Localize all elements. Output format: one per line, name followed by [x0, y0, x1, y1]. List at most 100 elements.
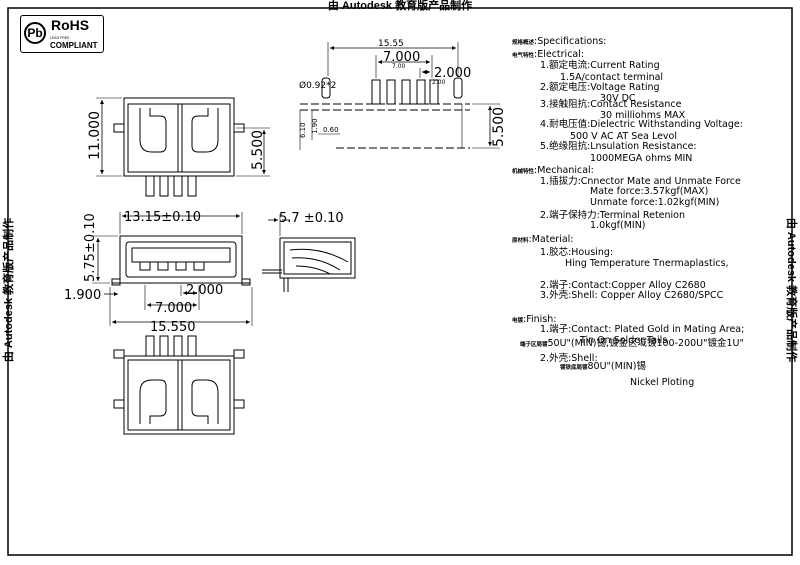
- spec-text: 2.额定电压:Voltage Rating: [540, 82, 660, 93]
- spec-text: 30V DC: [600, 93, 636, 104]
- spec-text: 50U"(MIN)锡,镀金区域镀100-200U"镀金1U": [547, 338, 744, 349]
- dim-pcb-span-small: 7.00: [392, 63, 406, 70]
- spec-line: Mate force:3.57kgf(MAX): [590, 186, 708, 197]
- spec-line: Nickel Ploting: [630, 377, 694, 388]
- spec-line: 2.外壳:Shell:: [540, 353, 598, 364]
- spec-line: 30 milliohms MAX: [600, 110, 685, 121]
- spec-line: 电气特性:Electrical:: [512, 49, 584, 62]
- spec-line: 500 V AC AT Sea Levol: [570, 131, 677, 142]
- spec-text: 1.胶芯:Housing:: [540, 247, 614, 258]
- dim-front-span: 7.000: [155, 301, 192, 316]
- spec-text: :Material:: [528, 234, 574, 245]
- spec-cn-label: 电镀: [512, 318, 524, 324]
- dim-pcb-h1: 0.60: [323, 126, 339, 134]
- spec-cn-label: 端子区局镀: [520, 342, 548, 348]
- front-view: [92, 212, 253, 326]
- spec-line: 5.绝缘阻抗:Lnsulation Resistance:: [540, 141, 697, 152]
- dim-front-pitch: 2.000: [186, 283, 223, 298]
- spec-cn-label: 机械特性: [512, 169, 535, 175]
- banner-top: 由 Autodesk 教育版产品制作: [327, 0, 473, 12]
- spec-line: 1000MEGA ohms MIN: [590, 153, 692, 164]
- top-view: [96, 97, 270, 197]
- spec-line: Unmate force:1.02kgf(MIN): [590, 197, 719, 208]
- spec-cn-label: 电气特性: [512, 53, 535, 59]
- dim-top-height: 11.000: [87, 111, 103, 160]
- spec-cn-label: 原材料: [512, 238, 529, 244]
- spec-text: 1.额定电流:Current Rating: [540, 60, 660, 71]
- rohs-small: LEAD FREE: [50, 36, 70, 40]
- spec-line: 3.接触阻抗:Contact Resistance: [540, 99, 681, 110]
- dim-front-offset: 1.900: [64, 288, 101, 303]
- dim-top-width: 5.500: [250, 130, 266, 170]
- spec-text: 1.0kgf(MIN): [590, 220, 646, 231]
- dim-pcb-pitch: 2.000: [434, 66, 471, 81]
- spec-text: 5.绝缘阻抗:Lnsulation Resistance:: [540, 141, 697, 152]
- banner-left: 由 Autodesk 教育版产品制作: [3, 217, 15, 363]
- spec-line: Tin On Solder Tails: [580, 335, 667, 346]
- spec-text: 2.端子:Contact:Copper Alloy C2680: [540, 280, 706, 291]
- spec-text: 1.5A/contact terminal: [560, 72, 664, 83]
- bottom-view: [113, 335, 245, 435]
- spec-text: Tin On Solder Tails: [580, 335, 668, 346]
- spec-line: 2.端子:Contact:Copper Alloy C2680: [540, 280, 706, 291]
- spec-text: 1.端子:Contact: Plated Gold in Mating Area…: [540, 324, 745, 335]
- pcb-layout: [299, 42, 500, 150]
- spec-text: :Finish:: [523, 314, 557, 325]
- pb-free-icon: Pb: [24, 22, 46, 44]
- dim-overall-width: 15.550: [150, 320, 196, 335]
- spec-line: 4.耐电压值:Dielectric Withstanding Voltage:: [540, 119, 743, 130]
- spec-line: 1.胶芯:Housing:: [540, 247, 613, 258]
- spec-text: 3.接触阻抗:Contact Resistance: [540, 99, 682, 110]
- dim-pcb-right: 5.500: [491, 107, 507, 147]
- spec-text: :Mechanical:: [534, 165, 594, 176]
- spec-text: 3.外壳:Shell: Copper Alloy C2680/SPCC: [540, 290, 724, 301]
- spec-line: 电镀:Finish:: [512, 314, 556, 327]
- spec-line: 镀铁底局镀80U"(MIN)锡: [560, 361, 646, 374]
- side-view: [262, 214, 356, 292]
- dim-pcb-span: 7.000: [383, 50, 420, 65]
- spec-line: 1.额定电流:Current Rating: [540, 60, 660, 71]
- dim-pcb-pitch-small: 2.00: [432, 79, 446, 86]
- banner-right: 由 Autodesk 教育版产品制作: [785, 217, 797, 363]
- spec-text: Nickel Ploting: [630, 377, 695, 388]
- spec-cn-label: 镀铁底局镀: [560, 365, 588, 371]
- spec-line: 1.插拔力:Cnnector Mate and Unmate Force: [540, 176, 741, 187]
- spec-line: 3.外壳:Shell: Copper Alloy C2680/SPCC: [540, 290, 723, 301]
- spec-text: :Electrical:: [534, 49, 585, 60]
- spec-line: 机械特性:Mechanical:: [512, 165, 594, 178]
- spec-text: 4.耐电压值:Dielectric Withstanding Voltage:: [540, 119, 743, 130]
- dim-front-height: 5.75±0.10: [83, 213, 98, 282]
- spec-text: 500 V AC AT Sea Levol: [570, 131, 678, 142]
- spec-line: 1.端子:Contact: Plated Gold in Mating Area…: [540, 324, 744, 335]
- spec-cn-label: 规格概述: [512, 40, 535, 46]
- spec-line: 2.端子保持力:Terminal Retenion: [540, 210, 685, 221]
- dim-pcb-v2: 1.90: [311, 118, 319, 134]
- spec-text: 2.端子保持力:Terminal Retenion: [540, 210, 686, 221]
- dim-pcb-total: 15.55: [378, 39, 404, 49]
- spec-line: 30V DC: [600, 93, 636, 104]
- spec-text: Mate force:3.57kgf(MAX): [590, 186, 709, 197]
- spec-text: Unmate force:1.02kgf(MIN): [590, 197, 720, 208]
- spec-line: Hing Temperature Tnermaplastics,: [565, 258, 729, 269]
- spec-line: 1.5A/contact terminal: [560, 72, 663, 83]
- spec-text: :Specifications:: [534, 36, 607, 47]
- spec-text: 1000MEGA ohms MIN: [590, 153, 693, 164]
- spec-text: 80U"(MIN)锡: [587, 361, 646, 372]
- spec-line: 端子区局镀50U"(MIN)锡,镀金区域镀100-200U"镀金1U": [520, 338, 744, 351]
- rohs-compliant: COMPLIANT: [50, 41, 98, 50]
- spec-line: 1.0kgf(MIN): [590, 220, 646, 231]
- spec-line: 规格概述:Specifications:: [512, 36, 606, 49]
- dim-pcb-hole: Ø0.92*2: [299, 80, 336, 91]
- rohs-logo: Pb RoHS LEAD FREE COMPLIANT: [20, 15, 104, 53]
- spec-text: Hing Temperature Tnermaplastics,: [565, 258, 729, 269]
- dim-front-width: 13.15±0.10: [124, 210, 201, 225]
- dim-pcb-v1: 6.10: [299, 122, 307, 138]
- rohs-title: RoHS: [51, 17, 90, 33]
- spec-text: 30 milliohms MAX: [600, 110, 686, 121]
- spec-text: 2.外壳:Shell:: [540, 353, 598, 364]
- border-frame: [7, 7, 793, 556]
- dim-side-height: 5.7 ±0.10: [279, 211, 344, 226]
- spec-text: 1.插拔力:Cnnector Mate and Unmate Force: [540, 176, 741, 187]
- spec-line: 2.额定电压:Voltage Rating: [540, 82, 660, 93]
